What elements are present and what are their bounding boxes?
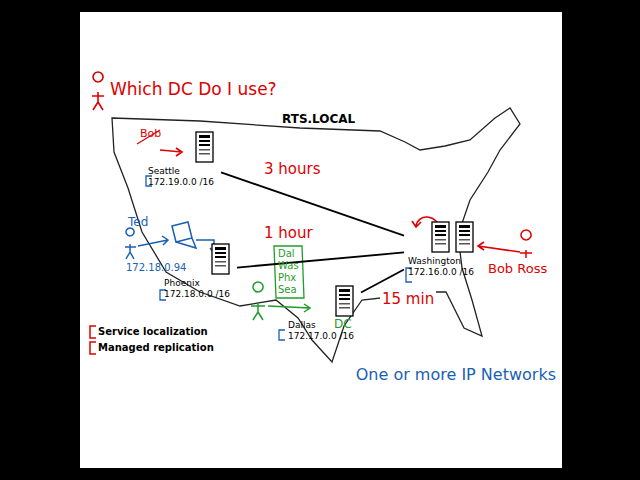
annotation: Service localization <box>98 326 208 337</box>
link-latency: 1 hour <box>262 224 315 242</box>
red-arrow <box>160 148 182 156</box>
link-line <box>237 252 404 267</box>
site-name: Phoenix <box>164 278 233 289</box>
user-figure <box>251 282 265 320</box>
ip-network: 172.18.0.0 /16 <box>164 289 233 300</box>
us-map-outline <box>112 108 520 362</box>
annotation: 172.18.0.94 <box>126 262 186 273</box>
blue-arrow <box>138 236 168 246</box>
red-arrow <box>478 242 520 252</box>
ip-network: 172.17.0.0 /16 <box>288 331 357 342</box>
site-name: Seattle <box>148 166 217 177</box>
bracket <box>90 326 96 354</box>
annotation: One or more IP Networks <box>356 366 556 384</box>
annotation: Which DC Do I use? <box>110 80 277 99</box>
user-figure <box>125 228 136 259</box>
stick-figure <box>520 230 532 258</box>
diagram-title: RTS.LOCAL <box>282 112 355 126</box>
annotation: Bob <box>140 128 161 140</box>
annotation: Bob Ross <box>488 262 547 276</box>
site-name: Washington <box>408 256 477 267</box>
annotation: Managed replication <box>98 342 214 353</box>
annotation: Sea <box>278 284 297 295</box>
site-node: Dallas172.17.0.0 /16 <box>286 282 359 344</box>
wan-link <box>237 252 404 267</box>
stick-figure <box>92 72 104 110</box>
annotation: Was <box>278 260 299 271</box>
annotation: Dal <box>278 248 295 259</box>
annotation: Phx <box>278 272 296 283</box>
annotation: Ted <box>128 216 148 229</box>
server-icon <box>288 284 357 320</box>
annotation: DC <box>334 318 352 331</box>
site-node: Washington172.16.0.0 /16 <box>406 218 479 280</box>
bracket <box>279 330 285 340</box>
laptop-icon <box>172 222 196 248</box>
link-latency: 3 hours <box>262 160 322 178</box>
green-arrow <box>268 304 310 312</box>
ip-network: 172.16.0.0 /16 <box>408 267 477 278</box>
dc-list-box <box>274 246 304 298</box>
server-icon <box>408 220 477 256</box>
link-latency: 15 min <box>380 290 436 308</box>
ip-network: 172.19.0.0 /16 <box>148 177 217 188</box>
